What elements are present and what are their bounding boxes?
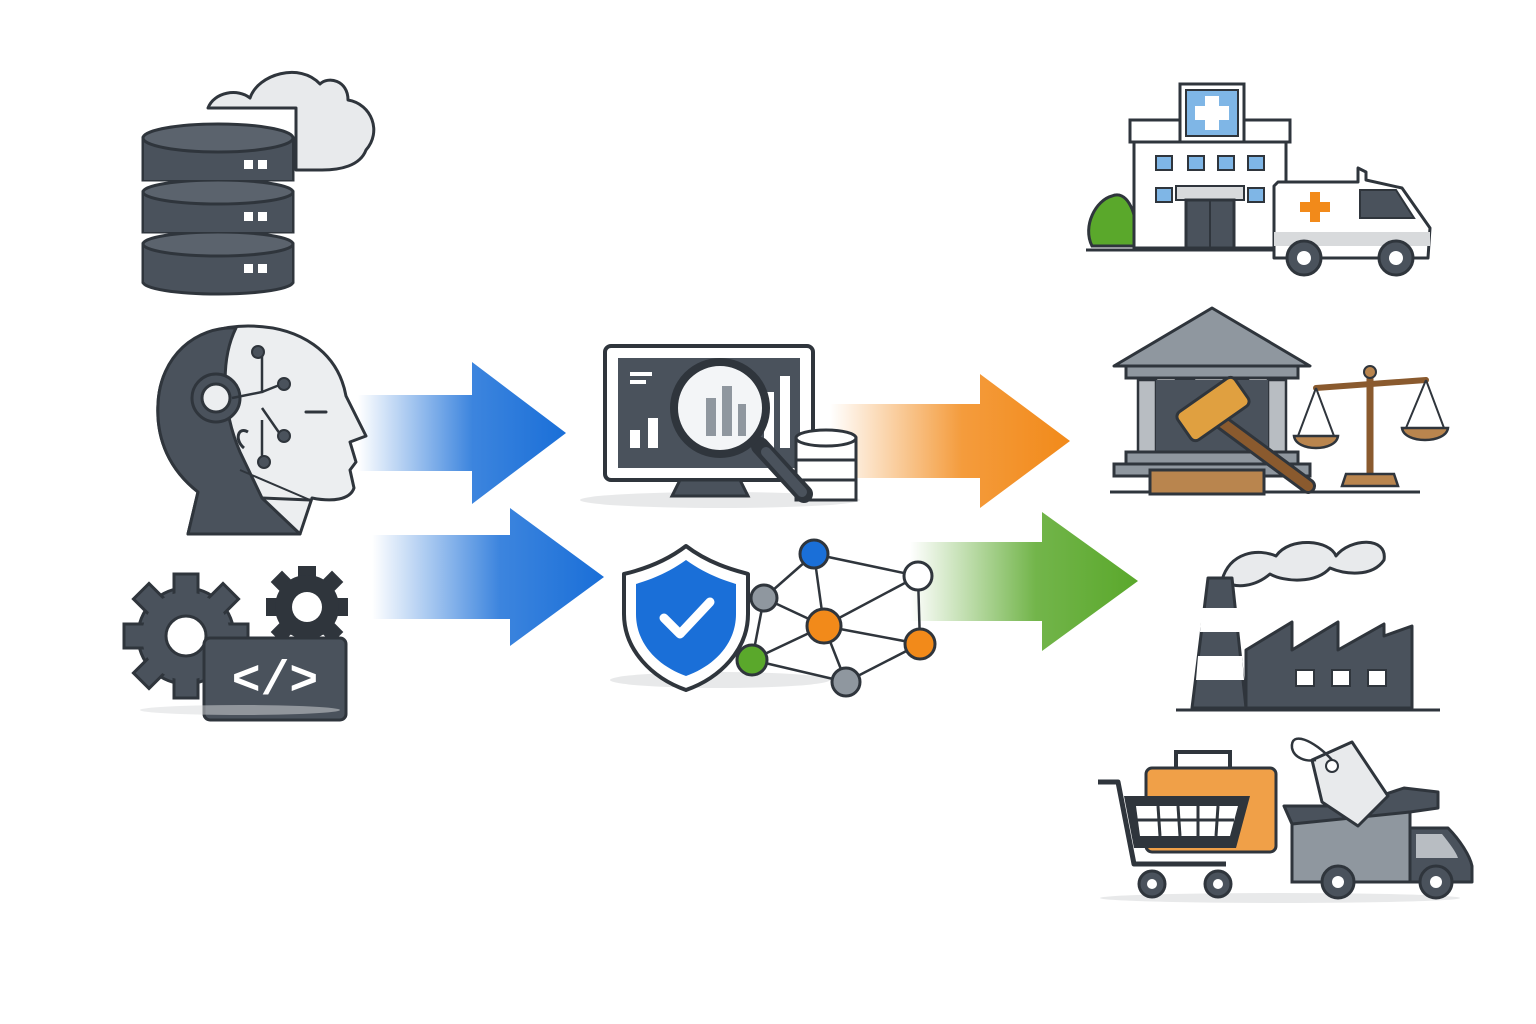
shield-network-icon [610, 538, 937, 698]
code-tag-text: </> [232, 655, 318, 709]
scales-icon [1292, 365, 1450, 488]
database-cloud-icon [141, 71, 376, 296]
flow-arrow-ai-to-analysis [358, 362, 566, 504]
database-stack-small-icon [794, 428, 858, 502]
monitor-magnifier-icon [580, 344, 860, 508]
flow-arrow-security-to-manufacturing [910, 512, 1138, 651]
factory-icon [1176, 540, 1440, 712]
hospital-ambulance-icon [1086, 82, 1432, 277]
ai-head-icon [156, 324, 368, 536]
shopping-cart-truck-icon [1098, 737, 1474, 903]
flow-arrow-analysis-to-legal [830, 374, 1070, 508]
courthouse-gavel-icon [1110, 306, 1450, 496]
ambulance-icon [1272, 166, 1432, 277]
gears-code-icon: </> [122, 566, 348, 722]
shopping-cart-icon [1098, 750, 1278, 899]
flow-arrow-code-to-security [372, 508, 604, 646]
price-tag-icon [1290, 737, 1390, 828]
